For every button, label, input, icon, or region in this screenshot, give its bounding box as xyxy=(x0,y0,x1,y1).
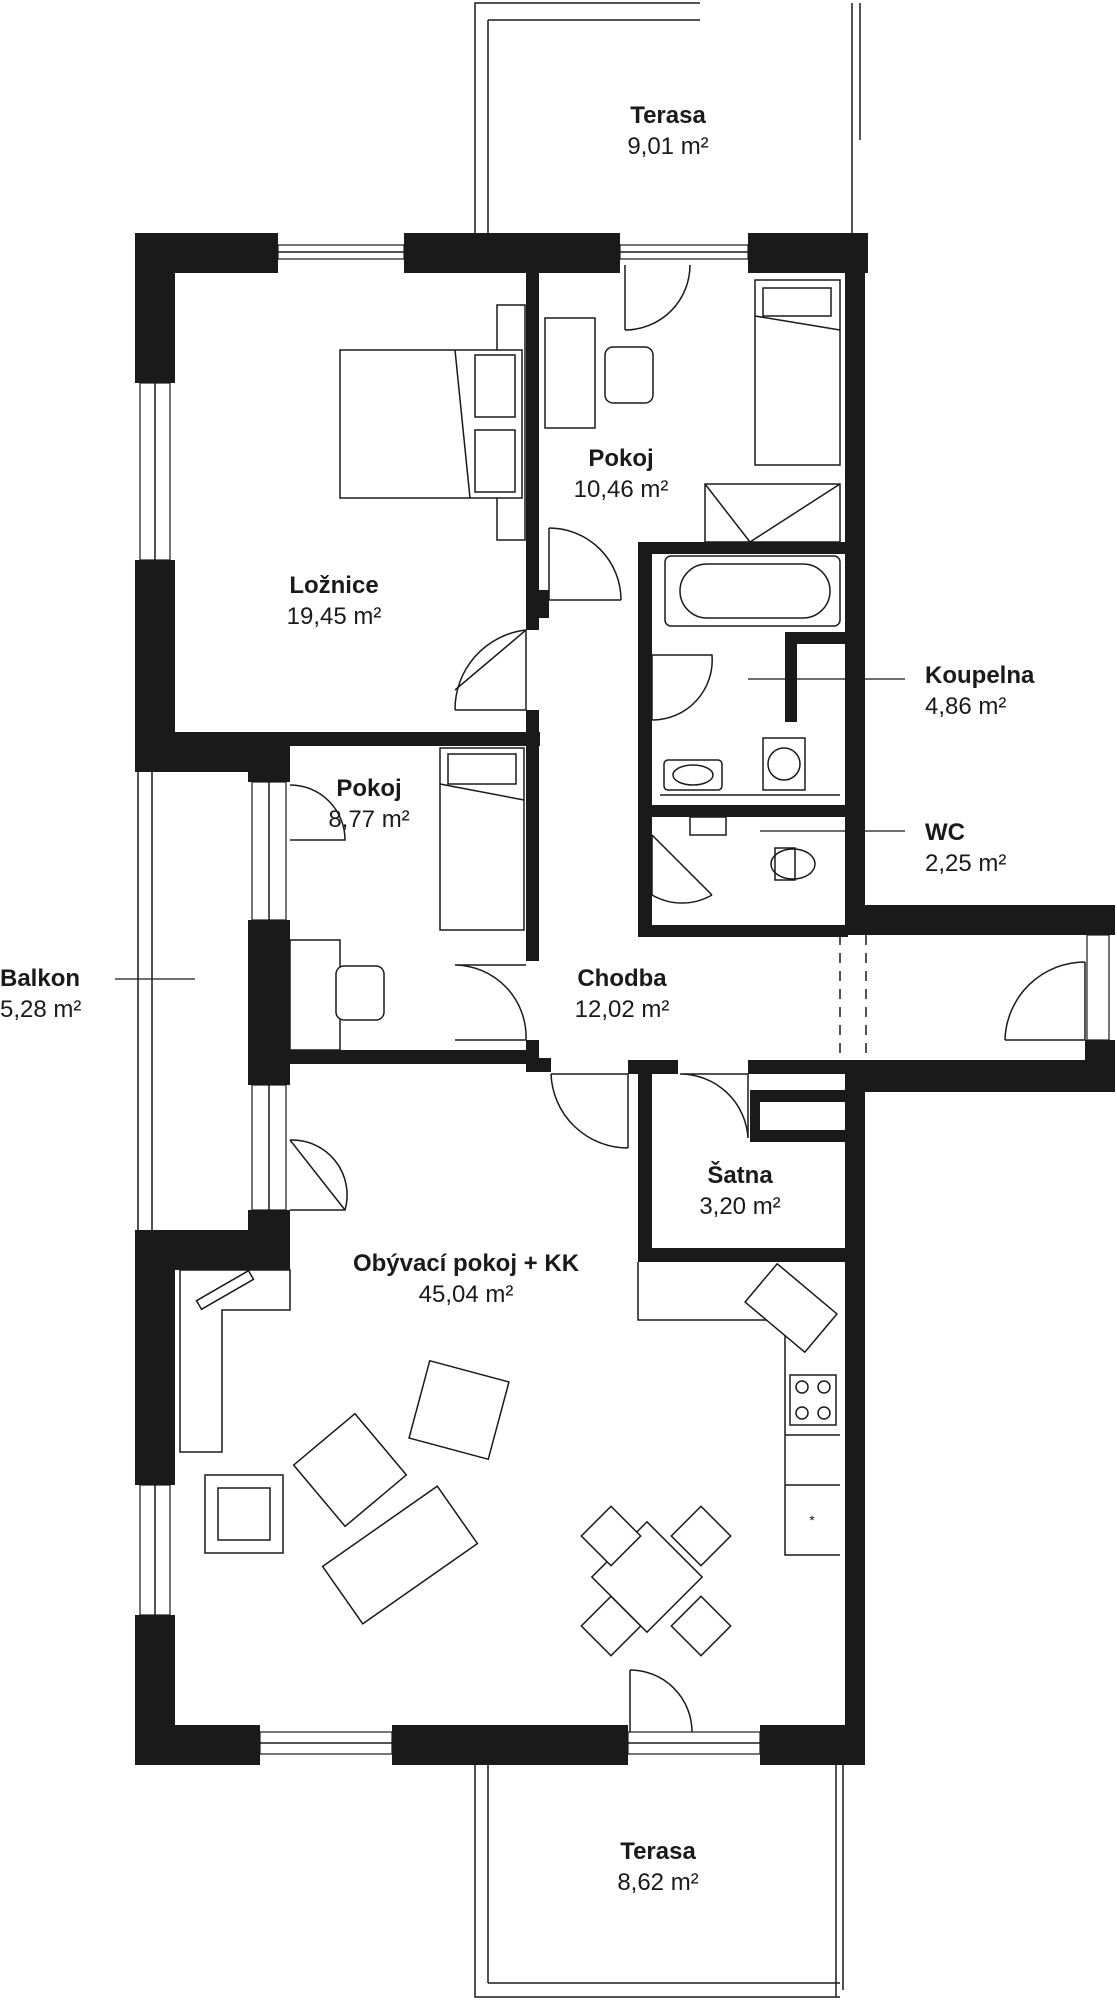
room-area: 3,20 m² xyxy=(699,1193,781,1221)
room-name: Šatna xyxy=(707,1162,773,1189)
room-area: 12,02 m² xyxy=(574,996,670,1024)
obyvaci-label: Obývací pokoj + KK 45,04 m² xyxy=(316,1248,616,1310)
koupelna-label: Koupelna 4,86 m² xyxy=(925,660,1034,722)
room-name: Pokoj xyxy=(588,445,654,472)
koupelna-fixtures xyxy=(660,737,840,796)
room-name: Ložnice xyxy=(289,572,379,599)
chodba-label: Chodba 12,02 m² xyxy=(522,963,722,1025)
room-area: 8,62 m² xyxy=(617,1869,699,1897)
kitchen: * xyxy=(637,1262,840,1556)
wc-label: WC 2,25 m² xyxy=(925,817,1006,879)
pokoj-1-label: Pokoj 10,46 m² xyxy=(521,443,721,505)
living-furniture xyxy=(179,1269,732,1657)
room-area: 2,25 m² xyxy=(925,850,1007,878)
room-area: 10,46 m² xyxy=(573,476,669,504)
satna-label: Šatna 3,20 m² xyxy=(640,1160,840,1222)
pokoj2-furniture xyxy=(289,747,525,1051)
room-name: Chodba xyxy=(577,965,667,992)
terasa-top-label: Terasa 9,01 m² xyxy=(568,100,768,162)
room-name: Terasa xyxy=(630,102,706,129)
room-name: Balkon xyxy=(0,965,81,992)
room-name: Terasa xyxy=(620,1838,696,1865)
balkon-outline xyxy=(137,770,153,1230)
room-area: 8,77 m² xyxy=(328,806,410,834)
interior-walls xyxy=(135,265,848,1262)
doors xyxy=(289,264,1086,1733)
wc-fixtures xyxy=(689,816,816,881)
room-area: 19,45 m² xyxy=(286,603,382,631)
terasa-bottom-outline xyxy=(474,1760,844,1998)
bed-double xyxy=(339,304,526,541)
bathtub xyxy=(664,555,841,627)
room-name: Obývací pokoj + KK xyxy=(352,1250,580,1277)
room-name: Pokoj xyxy=(336,775,402,802)
exterior-walls xyxy=(135,233,1115,1765)
windows xyxy=(139,244,1110,1755)
pokoj1-furniture xyxy=(544,279,841,544)
terasa-top-outline xyxy=(474,2,861,233)
room-name: Koupelna xyxy=(925,662,1035,689)
balkon-label: Balkon 5,28 m² xyxy=(0,963,81,1025)
terasa-bottom-label: Terasa 8,62 m² xyxy=(558,1836,758,1898)
pokoj-2-label: Pokoj 8,77 m² xyxy=(269,773,469,835)
room-area: 4,86 m² xyxy=(925,693,1007,721)
svg-text:*: * xyxy=(809,1512,815,1528)
loznice-label: Ložnice 19,45 m² xyxy=(234,570,434,632)
room-area: 5,28 m² xyxy=(0,996,82,1024)
room-area: 45,04 m² xyxy=(418,1281,514,1309)
room-name: WC xyxy=(925,819,965,846)
room-area: 9,01 m² xyxy=(627,133,709,161)
